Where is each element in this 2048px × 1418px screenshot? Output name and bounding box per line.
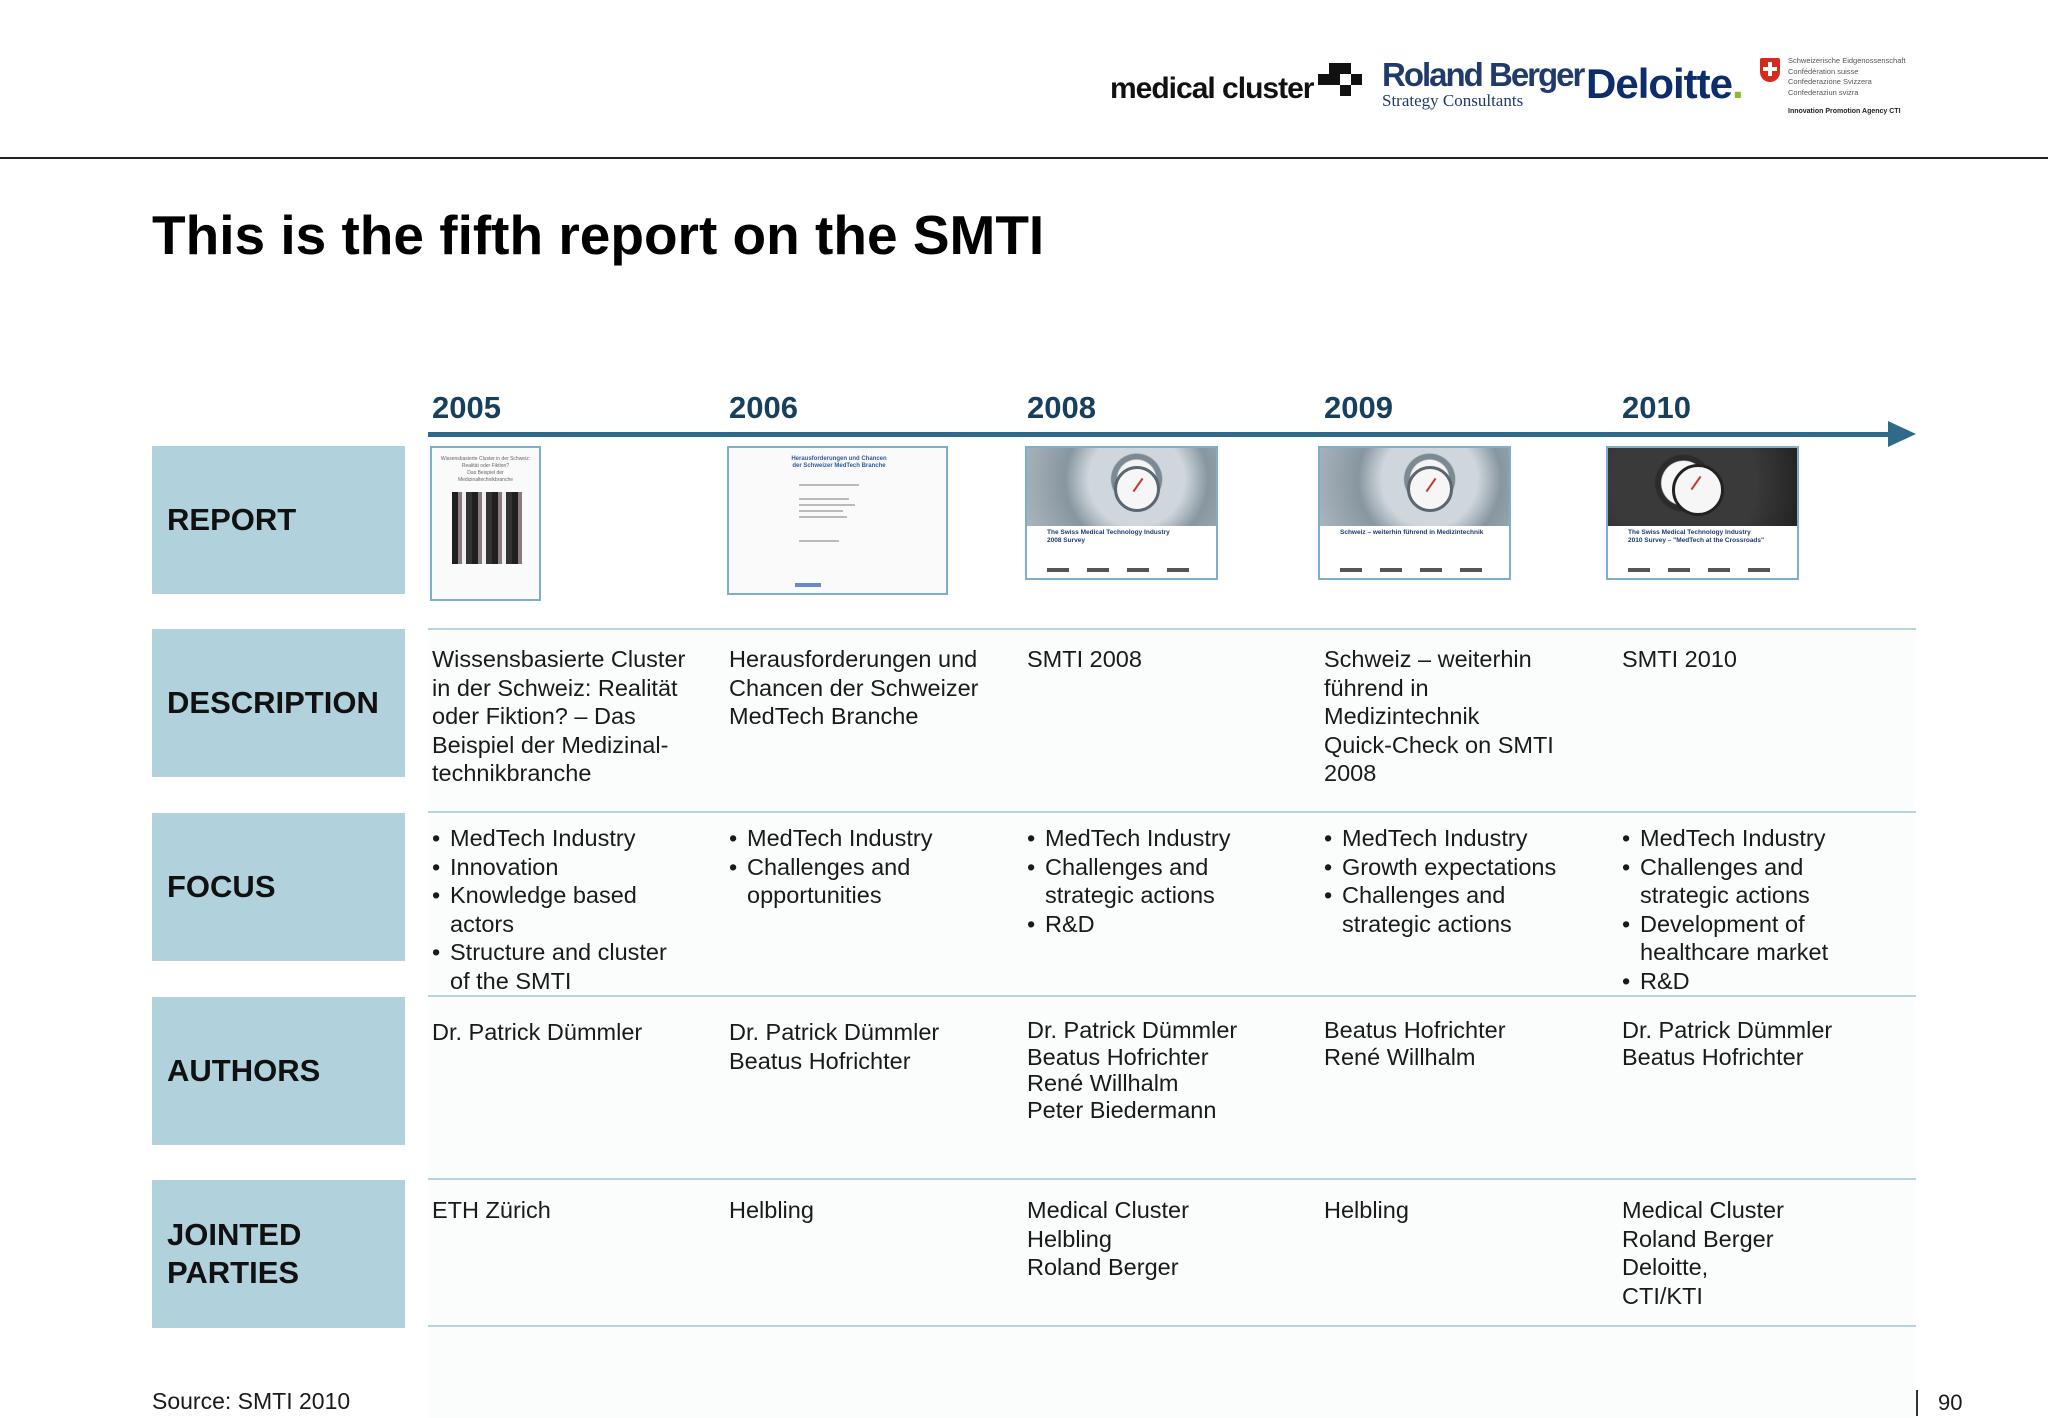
year-2010: 2010 [1622,390,1691,425]
year-2008: 2008 [1027,390,1096,425]
row-label-jointed-parties: JOINTED PARTIES [152,1180,405,1328]
list-item: Growth expectations [1324,853,1604,882]
year-2005: 2005 [432,390,501,425]
authors-2005: Dr. Patrick Dümmler [432,1019,643,1045]
focus-2009: MedTech Industry Growth expectations Cha… [1324,824,1604,938]
description-2010: SMTI 2010 [1622,646,1737,672]
list-item: MedTech Industry [1622,824,1902,853]
jointed-parties-2006: Helbling [729,1197,814,1223]
report-cover-2006[interactable]: Herausforderungen und Chancen der Schwei… [727,446,948,595]
row-label-description: DESCRIPTION [152,629,405,777]
row-label-focus: FOCUS [152,813,405,961]
report-cover-2005[interactable]: Wissensbasierte Cluster in der Schweiz: … [430,446,541,601]
description-2005: Wissensbasierte Cluster in der Schweiz: … [432,646,686,786]
year-2006: 2006 [729,390,798,425]
swiss-confederation-text: Schweizerische Eidgenossenschaft Confédé… [1788,56,1906,97]
page-number: 90 [1938,1390,1963,1415]
row-label-authors: AUTHORS [152,997,405,1145]
jointed-parties-2009: Helbling [1324,1197,1409,1223]
list-item: MedTech Industry [1324,824,1604,853]
medical-cluster-logo: medical cluster [1110,72,1314,105]
focus-2006: MedTech Industry Challenges andopportuni… [729,824,1009,910]
list-item: MedTech Industry [1027,824,1307,853]
focus-2010: MedTech Industry Challenges andstrategic… [1622,824,1902,995]
authors-2006: Dr. Patrick Dümmler Beatus Hofrichter [729,1019,940,1074]
list-item: Innovation [432,853,712,882]
row-divider [428,1325,1916,1327]
row-divider [428,995,1916,997]
table-background [428,628,1916,1418]
row-divider [428,1178,1916,1180]
list-item: MedTech Industry [432,824,712,853]
focus-2008: MedTech Industry Challenges andstrategic… [1027,824,1307,938]
authors-2010: Dr. Patrick Dümmler Beatus Hofrichter [1622,1017,1833,1070]
jointed-parties-2005: ETH Zürich [432,1197,551,1223]
source-note: Source: SMTI 2010 [152,1388,351,1414]
authors-2008: Dr. Patrick Dümmler Beatus Hofrichter Re… [1027,1017,1238,1123]
report-cover-2008[interactable]: The Swiss Medical Technology Industry 20… [1025,446,1218,580]
header-divider [0,157,2048,159]
swiss-confederation-logo: Schweizerische Eidgenossenschaft Confédé… [1760,56,1930,124]
medical-cluster-mark-icon [1318,62,1362,98]
blood-pressure-gauge-icon [1406,466,1453,513]
roland-berger-logo: Roland Berger Strategy Consultants [1382,56,1585,110]
timeline-arrow-icon [1888,421,1916,447]
list-item: R&D [1027,910,1307,939]
page-title: This is the fifth report on the SMTI [152,204,1045,266]
report-cover-2010[interactable]: The Swiss Medical Technology Industry 20… [1606,446,1799,580]
report-cover-2009[interactable]: Schweiz – weiterhin führend in Medizinte… [1318,446,1511,580]
blood-pressure-gauge-icon [1113,466,1160,513]
authors-2009: Beatus Hofrichter René Willhalm [1324,1017,1506,1070]
jointed-parties-2010: Medical Cluster Roland Berger Deloitte, … [1622,1197,1784,1309]
row-label-report: REPORT [152,446,405,594]
helbling-mark [795,583,821,587]
swiss-cross-icon [1760,58,1780,82]
description-2009: Schweiz – weiterhin führend in Medizinte… [1324,646,1554,786]
deloitte-logo: Deloitte. [1586,60,1744,107]
cti-agency-text: Innovation Promotion Agency CTI [1788,108,1901,115]
focus-2005: MedTech Industry Innovation Knowledge ba… [432,824,712,995]
row-divider [428,628,1916,630]
row-divider [428,811,1916,813]
list-item: MedTech Industry [729,824,1009,853]
year-2009: 2009 [1324,390,1393,425]
cover-image [452,492,522,564]
jointed-parties-2008: Medical Cluster Helbling Roland Berger [1027,1197,1189,1280]
list-item: R&D [1622,967,1902,996]
description-2008: SMTI 2008 [1027,646,1142,672]
page-number-divider [1916,1390,1918,1416]
blood-pressure-gauge-icon [1671,463,1724,516]
description-2006: Herausforderungen und Chancen der Schwei… [729,646,979,729]
timeline-line [428,432,1890,437]
